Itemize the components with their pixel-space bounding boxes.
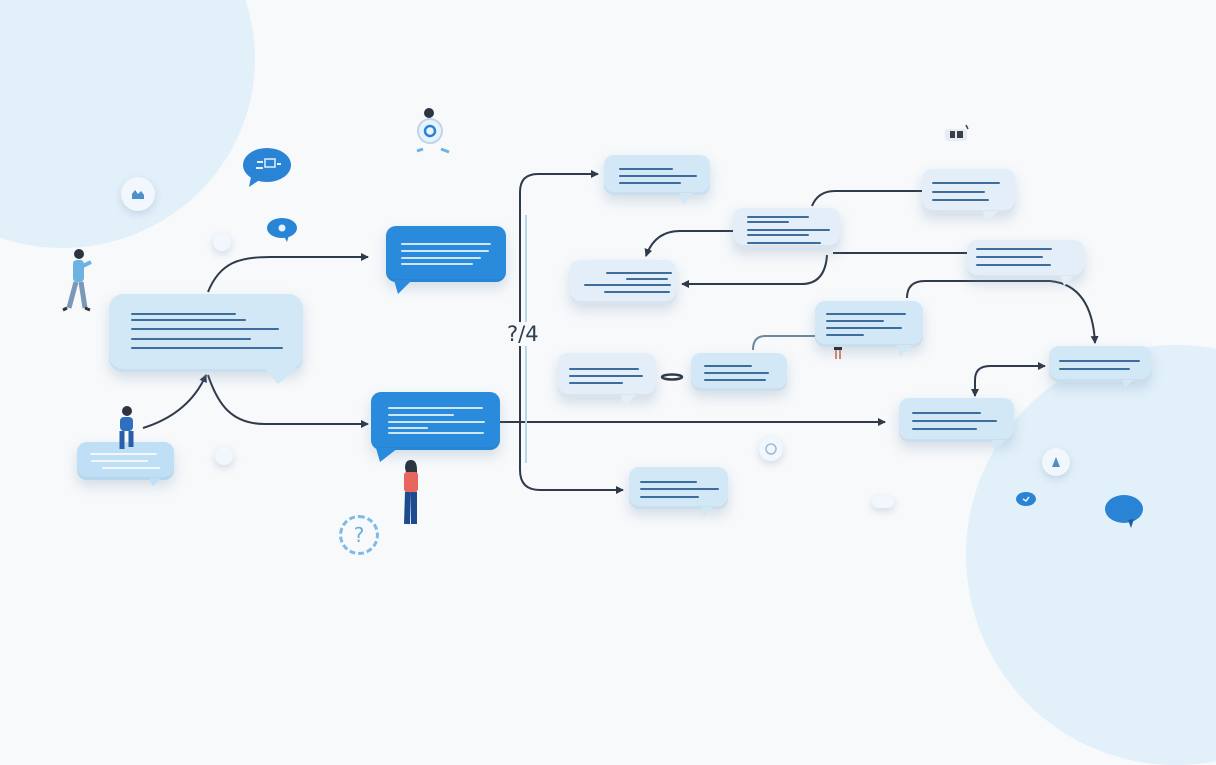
tiny-person-figure <box>834 347 842 359</box>
message-bubble-n1[interactable] <box>109 294 303 384</box>
small-ring-icon <box>213 233 231 251</box>
help-label: ? <box>353 523 365 547</box>
person-with-shield-figure <box>416 108 450 154</box>
bell-icon <box>1042 448 1070 476</box>
edge-n12-n11 <box>752 335 815 351</box>
message-bubble-n14[interactable] <box>899 398 1014 452</box>
chat-bubble-icon <box>267 218 297 242</box>
message-bubble-n6[interactable] <box>570 260 676 304</box>
toggle-pill-icon <box>872 496 894 508</box>
robot-figure <box>945 124 969 141</box>
search-badge-icon <box>759 437 783 461</box>
person-standing-figure <box>404 460 418 525</box>
edge-n14-n13 <box>974 362 1046 395</box>
edge-n8-n7 <box>811 190 922 207</box>
message-bubble-n10[interactable] <box>967 240 1084 286</box>
cloud-badge-icon <box>121 177 155 211</box>
center-label: ?/4 <box>505 322 541 346</box>
message-bubble-n11[interactable] <box>815 301 923 357</box>
message-bubble-n8[interactable] <box>733 208 840 248</box>
edge-n8-n6 <box>644 230 733 257</box>
message-bubble-n15[interactable] <box>77 442 174 486</box>
message-bubble-n3[interactable] <box>371 392 500 462</box>
edge-n1-n2 <box>207 253 369 293</box>
chat-bubble-icon <box>1016 492 1036 506</box>
message-bubble-n9[interactable] <box>558 353 656 407</box>
edge-n15-n1 <box>142 374 207 429</box>
help-gear-icon: ? <box>339 515 379 555</box>
edge-n9-n6 <box>681 254 828 288</box>
message-bubble-n13[interactable] <box>1049 346 1151 388</box>
message-bubble-n5[interactable] <box>629 467 728 517</box>
chat-bubble-icon <box>1105 495 1143 528</box>
person-walking-figure <box>62 249 92 312</box>
message-bubble-n7[interactable] <box>922 169 1015 223</box>
chat-bubble-icon <box>243 148 291 187</box>
person-sitting-figure <box>119 406 134 449</box>
message-bubble-n4[interactable] <box>604 155 710 205</box>
edge-n10-n13 <box>906 280 1099 344</box>
message-bubble-n2[interactable] <box>386 226 506 294</box>
edge-n1-n3 <box>207 374 369 428</box>
small-ring-icon <box>215 447 233 465</box>
message-bubble-n12[interactable] <box>691 353 787 391</box>
